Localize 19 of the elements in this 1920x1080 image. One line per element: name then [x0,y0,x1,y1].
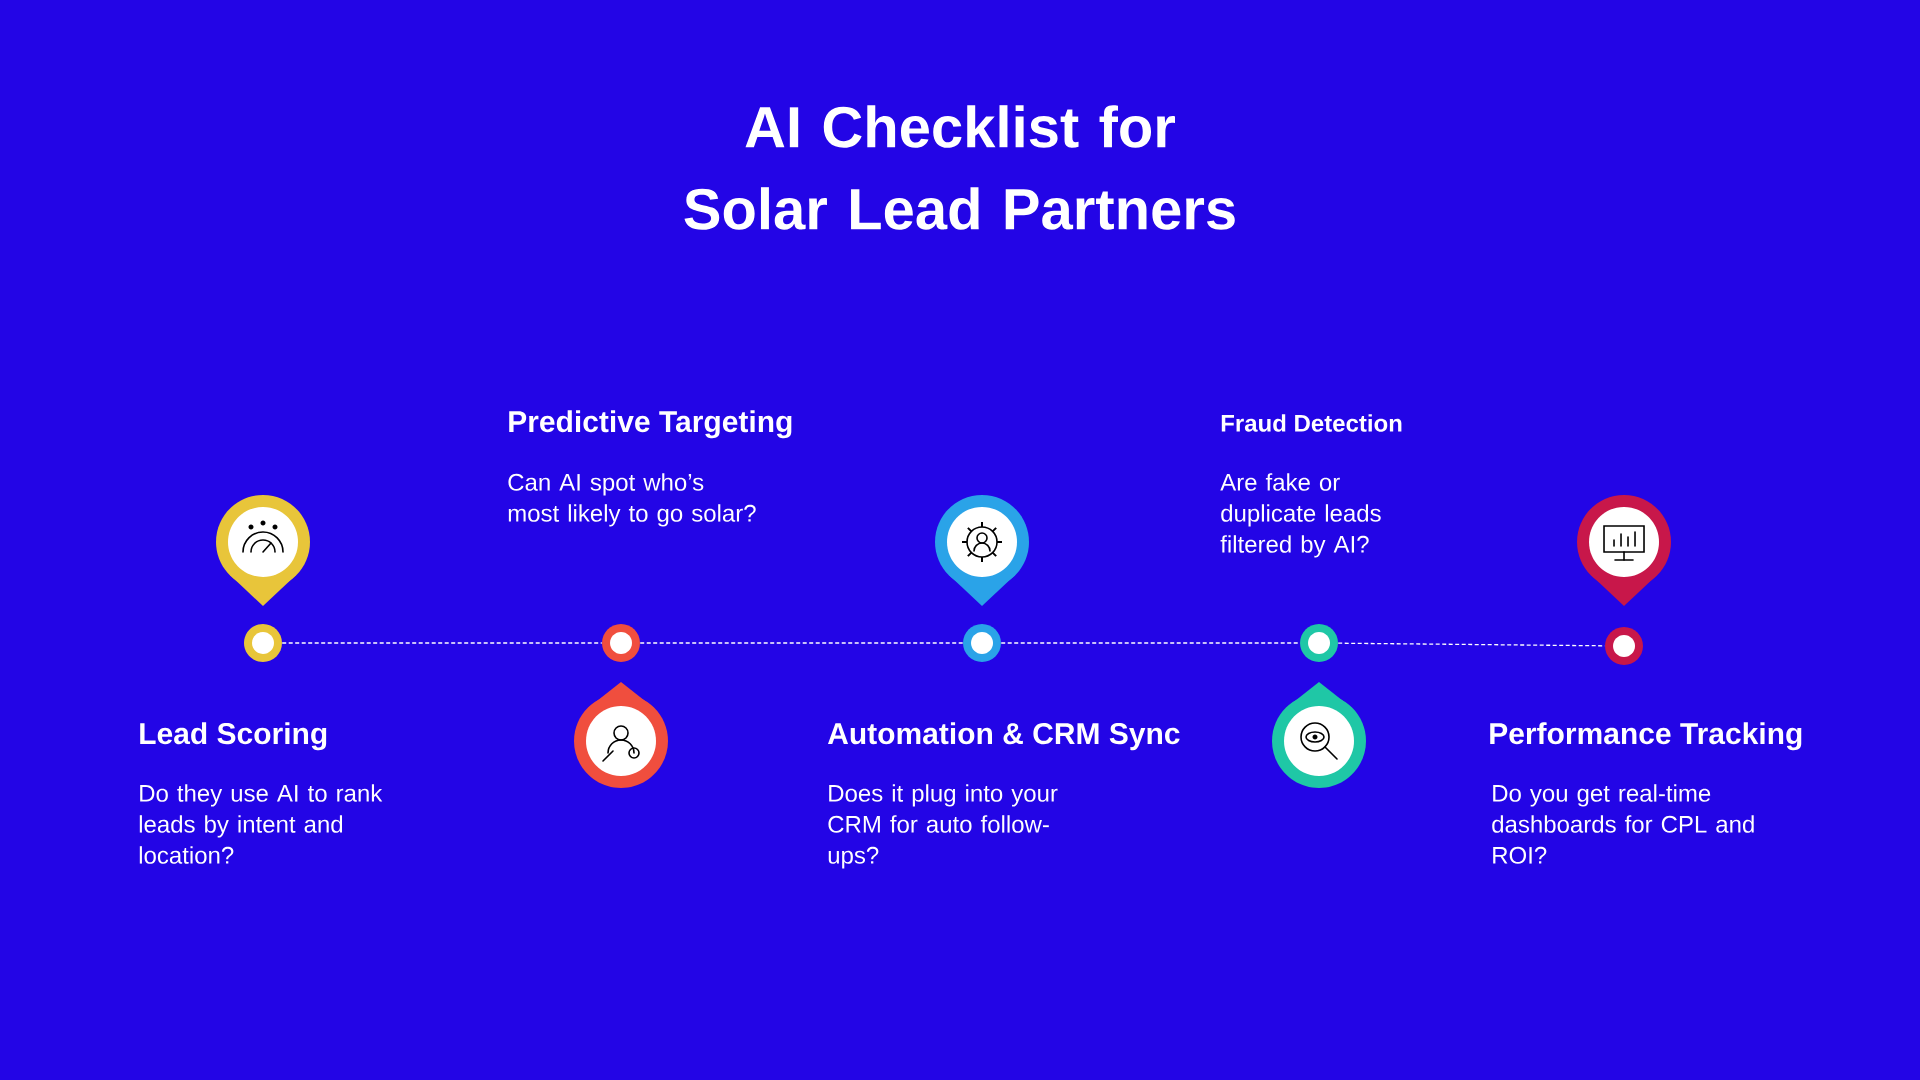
timeline-dot [1300,624,1338,662]
step-description: Do they use AI to rank leads by intent and location? [139,784,383,864]
timeline-dot [602,624,640,662]
step-heading: Fraud Detection [1221,414,1402,432]
step-description: Do you get real-time dashboards for CPL and ROI? [1492,784,1754,864]
step-description: Can AI spot who’s most likely to go solar? [508,473,756,527]
step-description: Are fake or duplicate leads filtered by AI? [1220,473,1381,558]
connector-line [281,642,603,644]
timeline-dot [963,624,1001,662]
step-heading: Predictive Targeting [509,410,792,439]
step-description: Does it plug into your CRM for auto follow-ups? [828,784,1058,869]
timeline-dot [244,624,282,662]
title: AI Checklist for Solar Lead Partners [684,105,1235,230]
step-heading: Lead Scoring [140,722,327,751]
step-heading: Performance Tracking [1490,722,1802,751]
connector-line [1000,642,1301,644]
step-heading: Automation & CRM Sync [827,722,1180,751]
timeline-dot [1605,627,1643,665]
connector-line [639,642,964,644]
